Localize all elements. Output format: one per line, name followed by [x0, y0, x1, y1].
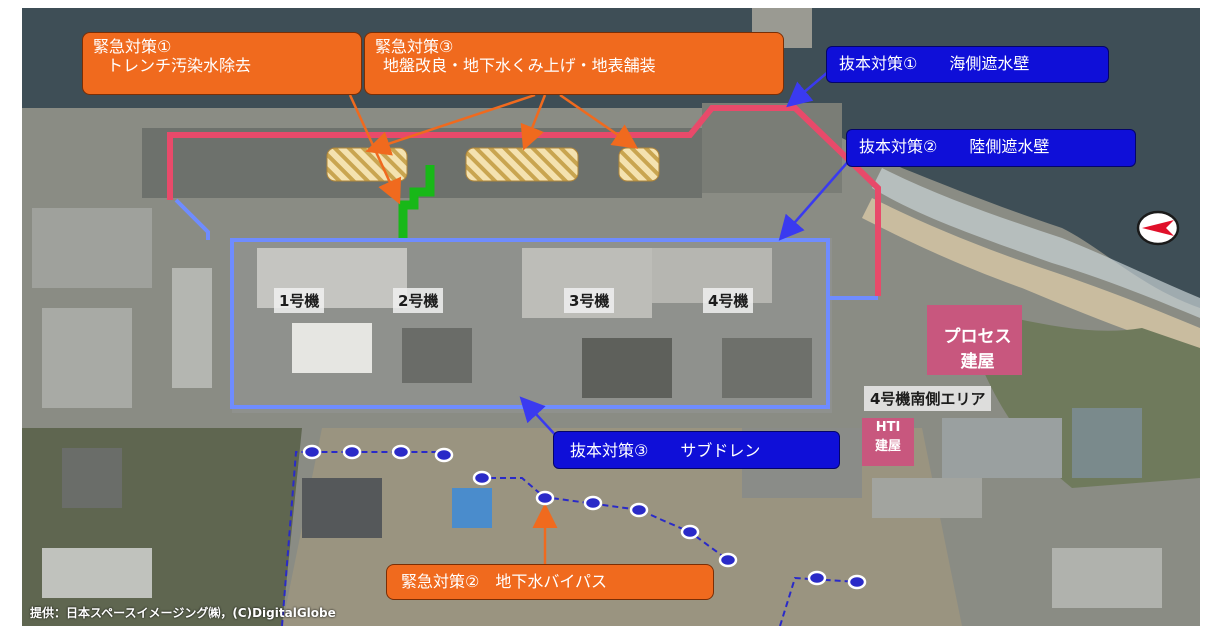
trench: [398, 165, 435, 238]
process-building-shape: [927, 305, 1022, 375]
unit-1-label: 1号機: [274, 288, 325, 313]
land-side-wall-rect: [230, 238, 830, 409]
sea-side-wall: [167, 105, 881, 296]
hti-building-shape: [862, 418, 914, 466]
unit-4-label: 4号機: [703, 288, 754, 313]
emergency-measure-3-title: 緊急対策③: [375, 37, 454, 56]
well: [472, 470, 492, 486]
arrow-emergency-3b: [520, 94, 547, 151]
fundamental-measure-3-box: 抜本対策③ サブドレン: [553, 431, 840, 469]
hti-building-line2: 建屋: [874, 439, 901, 454]
well: [583, 495, 603, 511]
well: [391, 444, 411, 460]
ground-improvement-area-3: [618, 147, 660, 182]
well: [535, 490, 555, 506]
jetty: [702, 103, 842, 193]
bypass-line-2: [480, 477, 729, 561]
process-building-line2: 建屋: [960, 352, 995, 372]
unit-3-label: 3号機: [564, 288, 615, 313]
north-compass-icon: [1136, 210, 1180, 246]
bypass-line-3: [779, 576, 859, 626]
bypass-wells: [302, 444, 867, 590]
ground-improvement-area-1: [326, 147, 408, 182]
surf: [872, 168, 1200, 318]
well: [434, 447, 454, 463]
well: [342, 444, 362, 460]
unit-4-south-area-label: 4号機南側エリア: [864, 386, 992, 411]
emergency-measure-1-desc: トレンチ汚染水除去: [107, 56, 252, 75]
arrow-emergency-3a: [365, 93, 536, 156]
emergency-measure-1-box: 緊急対策① トレンチ汚染水除去: [82, 32, 362, 95]
emergency-measure-1-title: 緊急対策①: [93, 37, 172, 56]
fundamental-measure-1-box: 抜本対策① 海側遮水壁: [826, 46, 1109, 83]
hti-building-label: HTI 建屋: [862, 420, 914, 454]
well: [629, 502, 649, 518]
emergency-measure-2-box: 緊急対策② 地下水バイパス: [386, 564, 714, 600]
hti-building-line1: HTI: [875, 420, 901, 435]
well: [302, 444, 322, 460]
arrow-fundamental-1: [786, 71, 829, 108]
land-side-wall: [174, 198, 210, 240]
arrow-emergency-3c: [559, 93, 639, 149]
well: [680, 524, 700, 540]
image-credit: 提供：日本スペースイメージング㈱，(C)DigitalGlobe: [30, 606, 336, 620]
well: [718, 552, 738, 568]
unit-2-label: 2号機: [393, 288, 444, 313]
beach: [862, 198, 1200, 353]
quay: [142, 128, 702, 198]
well: [807, 570, 827, 586]
emergency-measure-3-desc: 地盤改良・地下水くみ上げ・地表舗装: [383, 56, 656, 75]
ground-improvement-area-2: [465, 147, 579, 182]
arrow-fundamental-2: [778, 155, 854, 241]
fundamental-measure-2-box: 抜本対策② 陸側遮水壁: [846, 129, 1136, 167]
well: [847, 574, 867, 590]
process-building-line1: プロセス: [943, 327, 1012, 347]
process-building-label: プロセス 建屋: [930, 322, 1025, 372]
emergency-measure-3-box: 緊急対策③ 地盤改良・地下水くみ上げ・地表舗装: [364, 32, 784, 95]
